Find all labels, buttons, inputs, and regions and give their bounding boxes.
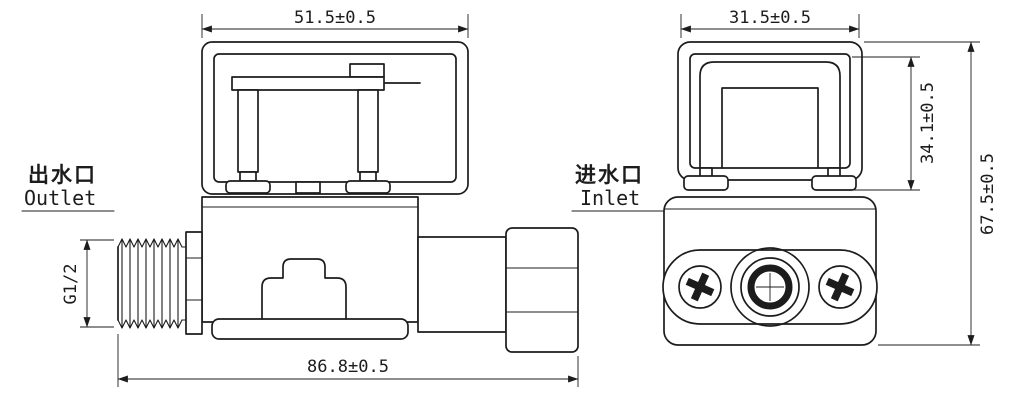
yoke-left-pad <box>683 175 729 191</box>
front-view <box>662 41 878 346</box>
bobbin-top-flange <box>231 76 385 91</box>
left-foot-pad <box>225 180 271 194</box>
bobbin-left-leg <box>237 89 259 173</box>
center-port <box>730 247 810 327</box>
retaining-clip <box>261 258 347 320</box>
port-mid-circle <box>740 257 800 317</box>
outlet-label-en: Outlet <box>24 186 96 210</box>
terminal-block <box>349 63 385 78</box>
yoke-right-pad <box>811 175 857 191</box>
dim-coil-height: 34.1±0.5 <box>846 56 938 191</box>
dim-overall-length: 86.8±0.5 <box>117 334 579 387</box>
port-inner-ring <box>747 264 793 310</box>
dim-text-front-width: 31.5±0.5 <box>729 8 811 28</box>
valve-body-side <box>201 196 419 340</box>
thread-collar <box>185 231 203 335</box>
dim-text-thread-size: G1/2 <box>61 264 81 305</box>
inlet-pipe <box>417 227 579 353</box>
cap-hatched-shell <box>677 41 863 181</box>
housing-hatched-shell <box>201 41 469 195</box>
thread-crest-lines <box>121 238 179 329</box>
thread-zigzag-bottom <box>117 319 183 329</box>
cap-cavity <box>689 53 851 169</box>
yoke-inner <box>721 87 819 169</box>
dim-text-coil-width: 51.5±0.5 <box>294 8 376 28</box>
hex-nut <box>505 227 579 353</box>
dim-text-overall-height: 67.5±0.5 <box>978 153 998 235</box>
yoke-outer <box>699 61 841 169</box>
labels: 出水口 Outlet 进水口 Inlet <box>21 164 665 212</box>
body-bottom-bracket <box>211 318 409 340</box>
inlet-label-cn: 进水口 <box>575 164 644 187</box>
coil-yoke <box>683 61 857 191</box>
side-view <box>117 41 579 353</box>
right-foot-stem <box>359 171 377 182</box>
inlet-label-en: Inlet <box>580 186 640 210</box>
dim-overall-height: 67.5±0.5 <box>864 41 998 346</box>
thread-zigzag-top <box>117 238 183 248</box>
left-screw <box>678 265 722 309</box>
dim-thread-size: G1/2 <box>61 239 114 328</box>
bobbin-right-leg <box>357 89 379 173</box>
right-foot-pad <box>345 180 391 194</box>
outlet-thread <box>117 231 203 335</box>
port-outer-circle <box>730 247 810 327</box>
dim-coil-width: 51.5±0.5 <box>201 8 469 38</box>
flange-screws <box>678 265 862 309</box>
dim-front-width: 31.5±0.5 <box>680 8 860 38</box>
dimensions: 51.5±0.5 31.5±0.5 86.8±0.5 G1/2 34.1±0.5 <box>61 8 998 387</box>
pipe-section <box>417 236 507 333</box>
dim-text-overall-length: 86.8±0.5 <box>307 357 389 377</box>
dim-text-coil-height: 34.1±0.5 <box>918 82 938 164</box>
coil-bobbin <box>225 63 421 194</box>
coil-cap <box>677 41 863 181</box>
left-foot-stem <box>239 171 257 182</box>
center-tab <box>295 181 321 194</box>
outlet-label-cn: 出水口 <box>28 164 97 187</box>
right-screw <box>818 265 862 309</box>
